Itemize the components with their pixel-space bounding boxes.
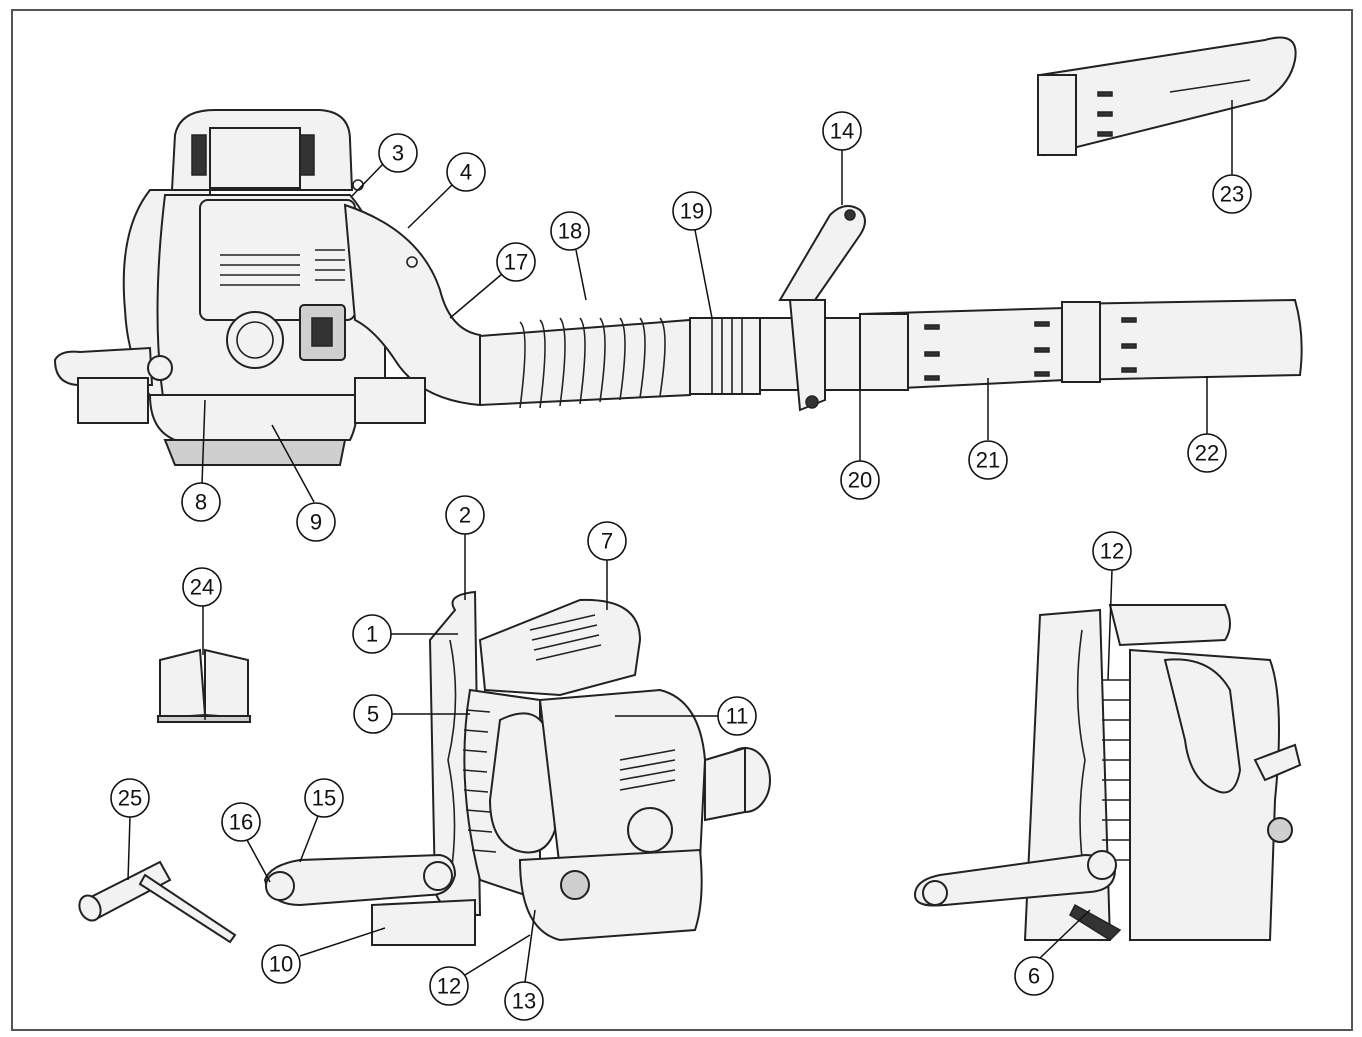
callout-4: 4: [446, 152, 486, 192]
svg-text:18: 18: [558, 219, 582, 244]
leader-lines: [127, 100, 1233, 983]
callout-5: 5: [353, 694, 393, 734]
blower-side-view: [263, 590, 771, 946]
svg-text:25: 25: [118, 786, 142, 811]
callout-2: 2: [445, 495, 485, 535]
callout-14: 14: [822, 111, 862, 151]
diagram-frame: [11, 9, 1353, 1031]
callout-10: 10: [261, 944, 301, 984]
callout-17: 17: [496, 242, 536, 282]
callout-12-rear: 12: [1092, 531, 1132, 571]
manual-book-icon: [157, 648, 251, 723]
svg-text:24: 24: [190, 575, 214, 600]
svg-text:10: 10: [269, 952, 293, 977]
svg-text:22: 22: [1195, 441, 1219, 466]
svg-text:14: 14: [830, 119, 854, 144]
callout-22: 22: [1187, 433, 1227, 473]
svg-text:6: 6: [1028, 964, 1040, 989]
callout-21: 21: [968, 440, 1008, 480]
svg-text:21: 21: [976, 448, 1000, 473]
callout-8: 8: [181, 482, 221, 522]
callout-19: 19: [672, 191, 712, 231]
blower-front-view: [53, 109, 481, 466]
spark-plug-wrench: [78, 860, 237, 944]
callout-3: 3: [378, 133, 418, 173]
callout-16: 16: [221, 802, 261, 842]
svg-text:11: 11: [726, 704, 749, 729]
callout-1: 1: [352, 614, 392, 654]
svg-text:1: 1: [366, 622, 378, 647]
callout-20: 20: [840, 460, 880, 500]
svg-text:23: 23: [1220, 182, 1244, 207]
svg-text:3: 3: [392, 141, 404, 166]
blower-rear-side-view: [913, 604, 1302, 941]
svg-text:12: 12: [437, 974, 461, 999]
callout-18: 18: [550, 211, 590, 251]
svg-text:16: 16: [229, 810, 253, 835]
callout-12-side: 12: [429, 966, 469, 1006]
svg-text:7: 7: [601, 529, 613, 554]
callout-6: 6: [1014, 956, 1054, 996]
svg-text:9: 9: [310, 510, 322, 535]
svg-text:19: 19: [680, 199, 704, 224]
callout-24: 24: [182, 567, 222, 607]
svg-text:17: 17: [504, 250, 528, 275]
flat-nozzle: [1037, 36, 1297, 157]
callout-15: 15: [304, 778, 344, 818]
svg-text:15: 15: [312, 786, 336, 811]
svg-text:13: 13: [512, 989, 536, 1014]
svg-text:4: 4: [460, 160, 472, 185]
callout-13: 13: [504, 981, 544, 1021]
svg-text:12: 12: [1100, 539, 1124, 564]
svg-text:20: 20: [848, 468, 872, 493]
callout-9: 9: [296, 502, 336, 542]
callout-25: 25: [110, 778, 150, 818]
svg-text:2: 2: [459, 503, 471, 528]
svg-text:8: 8: [195, 490, 207, 515]
svg-text:5: 5: [367, 702, 379, 727]
callout-23: 23: [1212, 174, 1252, 214]
blower-tube-assembly: [479, 205, 1303, 412]
callout-7: 7: [587, 521, 627, 561]
callout-11: 11: [717, 696, 757, 736]
